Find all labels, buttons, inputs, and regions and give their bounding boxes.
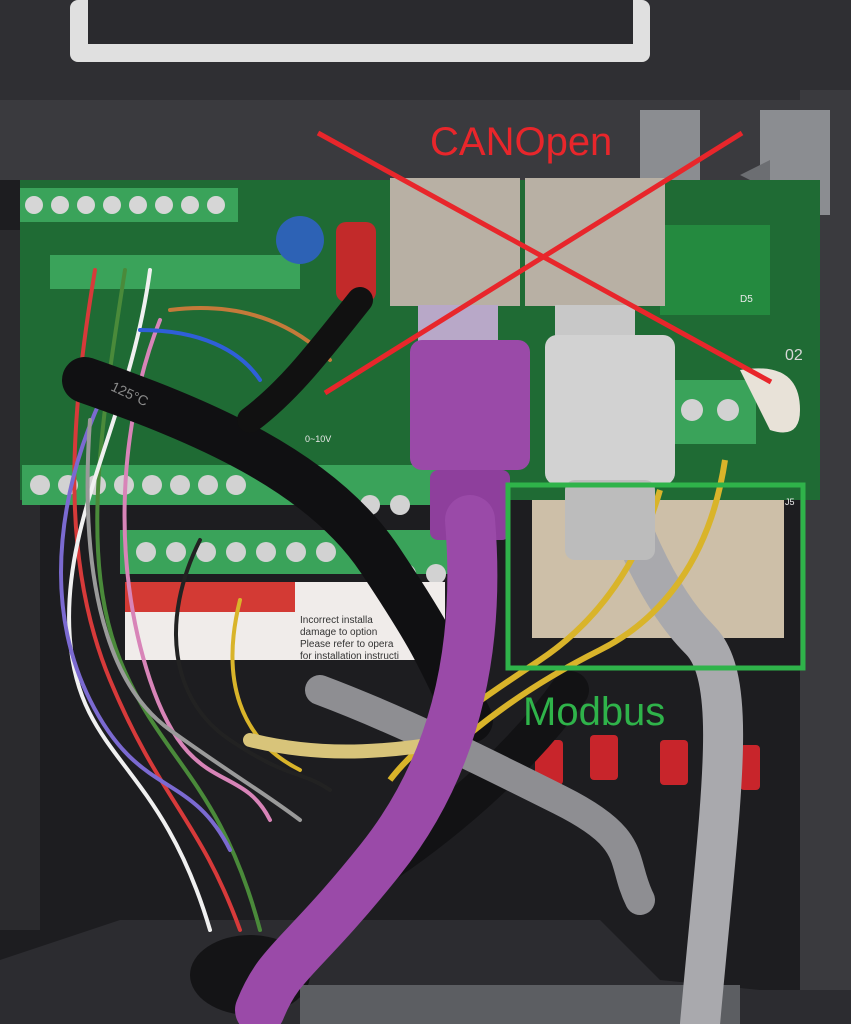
- purple-plug: [410, 340, 530, 470]
- red-connector: [336, 222, 376, 302]
- yellow-wire-2: [427, 459, 728, 773]
- display-window: [88, 0, 633, 44]
- warning-line-3: Please refer to opera: [300, 639, 394, 650]
- upper-ledge: [0, 100, 851, 180]
- highlight-box-icon: [505, 482, 806, 671]
- canopen-label: CANOpen: [430, 120, 613, 164]
- terminal-screws-mid: [30, 475, 410, 515]
- warning-line-4: for installation instructi: [300, 651, 399, 662]
- purple-cable: [235, 495, 498, 1024]
- led-label: D5: [740, 294, 753, 305]
- pcb-right: [660, 225, 770, 315]
- grey-cable-lower: [305, 675, 655, 915]
- connector-id: 02: [785, 347, 803, 364]
- analog-range: 0~10V: [305, 434, 331, 444]
- grey-boot: [565, 480, 655, 560]
- warning-line-1: Incorrect installa: [300, 615, 373, 626]
- cross-line-2: [323, 130, 744, 396]
- terminal-modbus-screw-left: [681, 399, 703, 421]
- bottom-grey-plate: [300, 985, 740, 1024]
- blue-capacitor: [276, 216, 324, 264]
- terminal-screws-top: [25, 196, 225, 214]
- warning-line-2: damage to option: [300, 627, 377, 638]
- crimp-2: [590, 735, 618, 780]
- warning-sticker-band: [125, 582, 295, 612]
- crimp-3: [660, 740, 688, 785]
- terminal-strip-second: [50, 255, 300, 289]
- crimp-4: [740, 745, 760, 790]
- rj45-socket-left: [390, 178, 520, 306]
- white-sleeve: [740, 368, 800, 433]
- black-cable-short: [237, 287, 373, 433]
- cross-mark-icon: [316, 130, 773, 396]
- modbus-label: Modbus: [523, 690, 666, 734]
- terminal-modbus-screw-right: [717, 399, 739, 421]
- grey-plug: [545, 335, 675, 485]
- jumper-label: J5: [785, 497, 795, 507]
